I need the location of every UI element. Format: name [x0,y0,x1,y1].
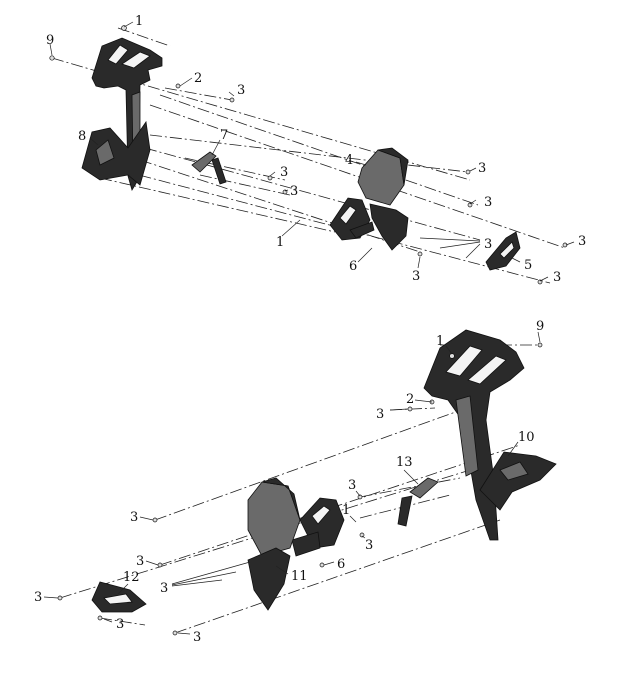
callout-lower-10: 10 [518,430,535,445]
side-plate-10-lower [479,451,557,511]
callout-lower-3-f: 3 [160,581,168,596]
upper-leader-lines [49,21,575,282]
callout-lower-3-i: 3 [193,630,201,645]
callout-upper-3-i: 3 [553,270,561,285]
callout-lower-3-g: 3 [34,590,42,605]
small-bracket-7-upper [191,151,227,185]
callout-lower-1-bottom: 1 [342,503,350,518]
callout-upper-5: 5 [524,258,532,273]
callout-upper-9: 9 [46,33,54,48]
callout-upper-3-f: 3 [484,237,492,252]
callout-lower-3-e: 3 [136,554,144,569]
callout-lower-2: 2 [406,392,414,407]
callout-upper-3-a: 3 [237,83,245,98]
rear-frame-lower [291,497,345,557]
lower-leader-lines [43,331,541,635]
callout-upper-1-top: 1 [135,14,143,29]
callout-upper-3-h: 3 [412,269,420,284]
callout-upper-3-g: 3 [578,234,586,249]
callout-upper-6: 6 [349,259,357,274]
callout-upper-3-d: 3 [478,161,486,176]
lower-assembly: 1 9 2 3 10 13 3 1 3 3 3 6 11 3 12 3 3 3 [34,319,557,645]
callout-upper-3-b: 3 [290,184,298,199]
callout-upper-3-c: 3 [280,165,288,180]
callout-lower-3-c: 3 [365,538,373,553]
callout-upper-8: 8 [78,129,86,144]
upper-bolts-3 [121,25,568,285]
callout-upper-2: 2 [194,71,202,86]
bolt-9-upper [49,55,55,61]
callout-lower-12: 12 [123,570,140,585]
callout-lower-11: 11 [291,569,308,584]
callout-lower-13: 13 [396,455,413,470]
front-bracket-lower [423,329,525,541]
callout-lower-3-h: 3 [116,617,124,632]
small-bracket-13-lower [397,477,439,527]
duct-4-upper [357,147,409,251]
upper-callouts: 1 2 3 3 7 8 4 3 3 3 3 1 3 3 6 3 5 3 9 [46,14,586,285]
upper-assembly: 1 2 3 3 7 8 4 3 3 3 3 1 3 3 6 3 5 3 9 [46,14,586,285]
callout-upper-7: 7 [220,128,228,143]
callout-lower-3-a: 3 [376,407,384,422]
rear-frame-6-upper [329,197,375,241]
lower-callouts: 1 9 2 3 10 13 3 1 3 3 3 6 11 3 12 3 3 3 [34,319,544,645]
light-12-lower [91,581,147,613]
lower-bolts-3 [57,342,543,636]
front-bracket-upper [91,37,163,191]
callout-upper-4: 4 [345,153,353,168]
callout-lower-6: 6 [337,557,345,572]
callout-upper-3-e: 3 [484,195,492,210]
duct-11-lower [247,477,301,611]
callout-lower-9: 9 [536,319,544,334]
callout-lower-3-d: 3 [130,510,138,525]
side-plate-8-upper [81,120,151,186]
callout-upper-1-bottom: 1 [276,235,284,250]
light-5-upper [485,231,521,271]
callout-lower-1-top: 1 [436,334,444,349]
callout-lower-3-b: 3 [348,478,356,493]
